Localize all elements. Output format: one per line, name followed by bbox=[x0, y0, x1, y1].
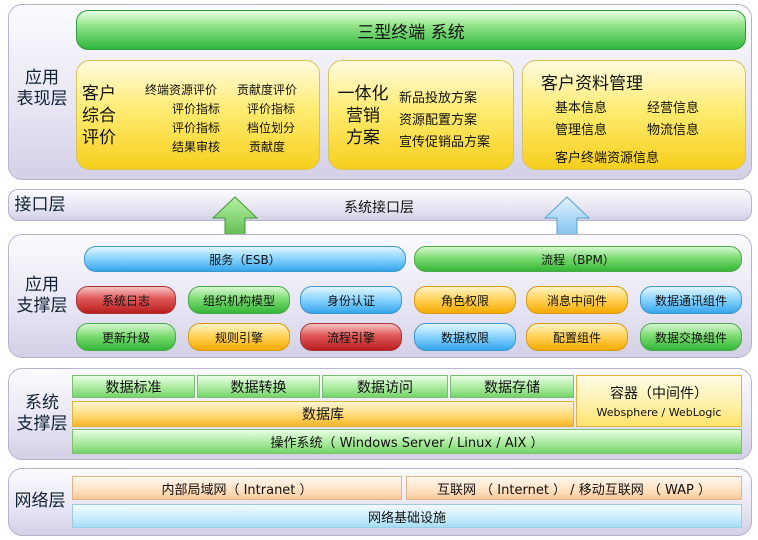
eval-item: 终端资源评价 bbox=[145, 83, 218, 97]
data-transform: 数据转换 bbox=[197, 375, 320, 398]
layer-label-support: 应用 支撑层 bbox=[16, 275, 68, 316]
component-data-exchange: 数据交换组件 bbox=[640, 323, 742, 351]
marketing-item: 资源配置方案 bbox=[399, 113, 478, 128]
layer-interface bbox=[8, 189, 752, 221]
component-data-permission: 数据权限 bbox=[414, 323, 516, 351]
data-access: 数据访问 bbox=[322, 375, 448, 398]
interface-label: 系统接口层 bbox=[344, 200, 414, 216]
layer-label-app: 应用 表现层 bbox=[16, 68, 68, 109]
system-title: 三型终端 系统 bbox=[357, 22, 465, 43]
esb-label: 服务（ESB） bbox=[209, 252, 281, 267]
marketing-heading: 一体化 营销 方案 bbox=[337, 84, 389, 148]
customer-data-item: 客户终端资源信息 bbox=[555, 151, 660, 166]
integrated-marketing-box: 一体化 营销 方案 新品投放方案 资源配置方案 宣传促销品方案 bbox=[328, 60, 514, 170]
customer-data-item: 经营信息 bbox=[647, 101, 700, 116]
component-update-upgrade: 更新升级 bbox=[76, 323, 176, 351]
data-standard: 数据标准 bbox=[72, 375, 195, 398]
component-message-middleware: 消息中间件 bbox=[526, 286, 628, 314]
component-rule-engine: 规则引擎 bbox=[188, 323, 290, 351]
component-role-permission: 角色权限 bbox=[414, 286, 516, 314]
component-process-engine: 流程引擎 bbox=[300, 323, 402, 351]
container-title: 容器（中间件） bbox=[610, 386, 708, 402]
component-system-log: 系统日志 bbox=[76, 286, 176, 314]
data-storage: 数据存储 bbox=[450, 375, 574, 398]
component-org-model: 组织机构模型 bbox=[188, 286, 290, 314]
eval-item: 结果审核 bbox=[172, 140, 221, 154]
layer-label-system: 系统 支撑层 bbox=[16, 393, 68, 434]
network-infra-bar: 网络基础设施 bbox=[72, 504, 742, 528]
intranet-bar: 内部局域网（ Intranet ） bbox=[72, 476, 402, 500]
customer-eval-box: 客户 综合 评价 终端资源评价 贡献度评价 评价指标 评价指标 评价指标 档位划… bbox=[76, 60, 320, 170]
customer-data-heading: 客户资料管理 bbox=[541, 74, 643, 94]
customer-data-item: 管理信息 bbox=[555, 123, 608, 138]
system-title-bar: 三型终端 系统 bbox=[76, 10, 746, 50]
bpm-process-bar: 流程（BPM） bbox=[414, 246, 742, 272]
eval-item: 档位划分 bbox=[247, 121, 296, 135]
layer-label-network: 网络层 bbox=[14, 491, 66, 511]
eval-item: 贡献度评价 bbox=[237, 83, 298, 97]
eval-item: 评价指标 bbox=[247, 102, 296, 116]
bpm-label: 流程（BPM） bbox=[541, 252, 615, 267]
customer-data-box: 客户资料管理 基本信息 经营信息 管理信息 物流信息 客户终端资源信息 bbox=[522, 60, 746, 170]
container-middleware: 容器（中间件） Websphere / WebLogic bbox=[576, 375, 742, 427]
marketing-item: 新品投放方案 bbox=[399, 91, 478, 106]
eval-item: 贡献度 bbox=[249, 140, 286, 154]
eval-item: 评价指标 bbox=[172, 102, 221, 116]
database-bar: 数据库 bbox=[72, 401, 574, 427]
component-data-comm: 数据通讯组件 bbox=[640, 286, 742, 314]
os-bar: 操作系统（ Windows Server / Linux / AIX ） bbox=[72, 429, 742, 454]
eval-item: 评价指标 bbox=[172, 121, 221, 135]
component-config: 配置组件 bbox=[526, 323, 628, 351]
layer-label-interface: 接口层 bbox=[14, 195, 66, 215]
container-subtitle: Websphere / WebLogic bbox=[596, 406, 722, 419]
internet-bar: 互联网 （ Internet ） / 移动互联网 （ WAP ） bbox=[406, 476, 742, 500]
esb-service-bar: 服务（ESB） bbox=[84, 246, 406, 272]
customer-data-item: 物流信息 bbox=[647, 123, 700, 138]
customer-eval-heading: 客户 综合 评价 bbox=[82, 84, 116, 148]
customer-data-item: 基本信息 bbox=[555, 101, 608, 116]
component-identity-auth: 身份认证 bbox=[300, 286, 402, 314]
marketing-item: 宣传促销品方案 bbox=[399, 135, 491, 150]
